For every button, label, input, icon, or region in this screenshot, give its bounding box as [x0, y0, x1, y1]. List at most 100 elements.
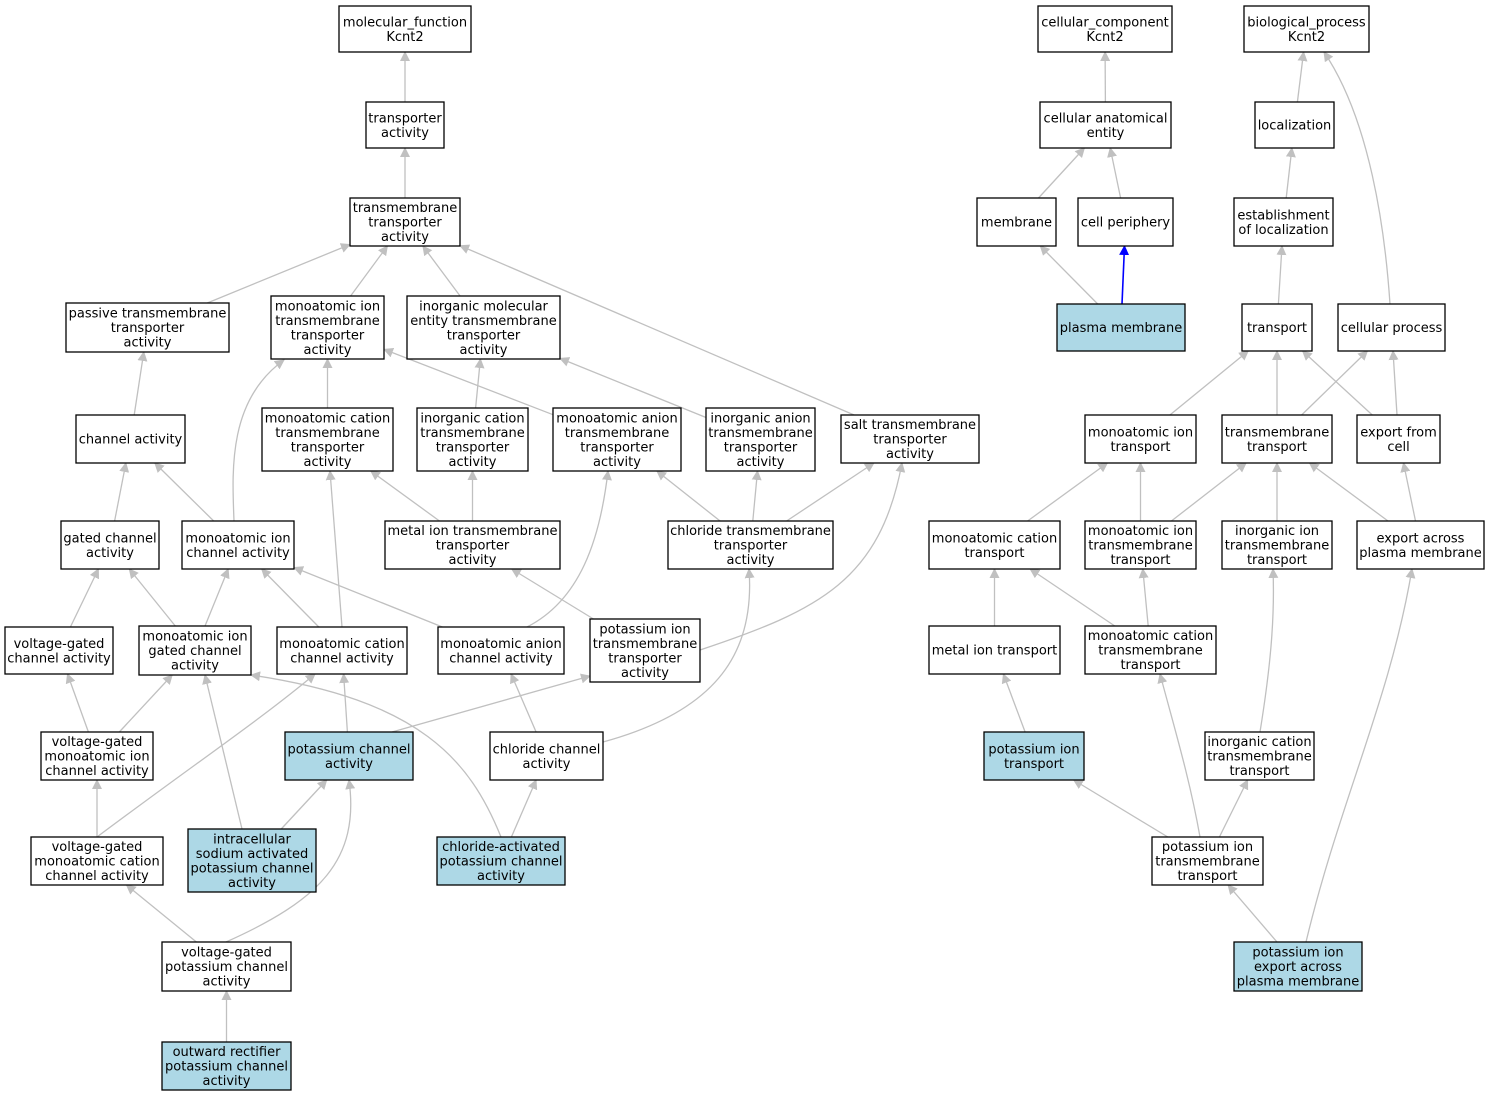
- term-label-line: monoatomic cation: [34, 855, 159, 870]
- term-label-line: cell: [1387, 440, 1409, 455]
- term-label-line: voltage-gated: [52, 840, 143, 855]
- edge-mitta-to-tmta: [350, 245, 388, 297]
- term-label-line: channel activity: [186, 546, 290, 561]
- edge-capca-to-migca: [250, 671, 502, 838]
- edge-stta-to-tmta: [459, 244, 855, 416]
- term-node-loc[interactable]: localization: [1254, 101, 1335, 149]
- term-label-line: transmembrane: [1207, 750, 1312, 765]
- term-label-line: monoatomic ion: [275, 299, 380, 314]
- term-label-line: Kcnt2: [1086, 30, 1123, 45]
- term-node-cpr[interactable]: cellular process: [1337, 303, 1446, 352]
- edge-maca-to-mica: [293, 566, 443, 628]
- term-node-pm[interactable]: plasma membrane: [1056, 303, 1186, 352]
- edge-clca-to-maca: [510, 673, 537, 733]
- term-label-line: channel activity: [79, 433, 183, 448]
- term-label: channel activity: [79, 433, 183, 448]
- term-label-line: export from: [1360, 425, 1437, 440]
- term-box: [1037, 5, 1173, 53]
- term-label-line: transport: [1229, 764, 1289, 779]
- term-node-mit2[interactable]: metal ion transport: [928, 625, 1061, 675]
- edge-ptta-to-tmta: [207, 243, 351, 304]
- term-box: [1084, 520, 1197, 570]
- term-box: [1221, 520, 1333, 570]
- term-node-ca[interactable]: channel activity: [75, 414, 186, 464]
- term-label-line: transporter: [714, 539, 788, 554]
- term-label-line: transporter: [436, 440, 510, 455]
- term-box: [1221, 414, 1333, 464]
- term-box: [1204, 731, 1315, 781]
- term-box: [181, 520, 295, 570]
- term-label-line: establishment: [1237, 208, 1329, 223]
- term-node-mem[interactable]: membrane: [976, 197, 1057, 247]
- term-node-tr[interactable]: transport: [1241, 303, 1313, 352]
- term-box: [1243, 5, 1370, 53]
- term-label-line: channel activity: [7, 651, 111, 666]
- term-label-line: salt transmembrane: [844, 418, 976, 433]
- term-label-line: activity: [477, 869, 525, 884]
- term-label-line: channel activity: [290, 651, 394, 666]
- term-node-cp[interactable]: cell periphery: [1077, 197, 1174, 247]
- term-box: [1233, 941, 1363, 992]
- edge-imetta-to-tmta: [422, 245, 461, 297]
- term-label-line: chloride-activated: [442, 840, 560, 855]
- term-box: [976, 197, 1057, 247]
- edge-pca-to-mcca: [339, 673, 350, 733]
- term-label-line: potassium channel: [191, 861, 314, 876]
